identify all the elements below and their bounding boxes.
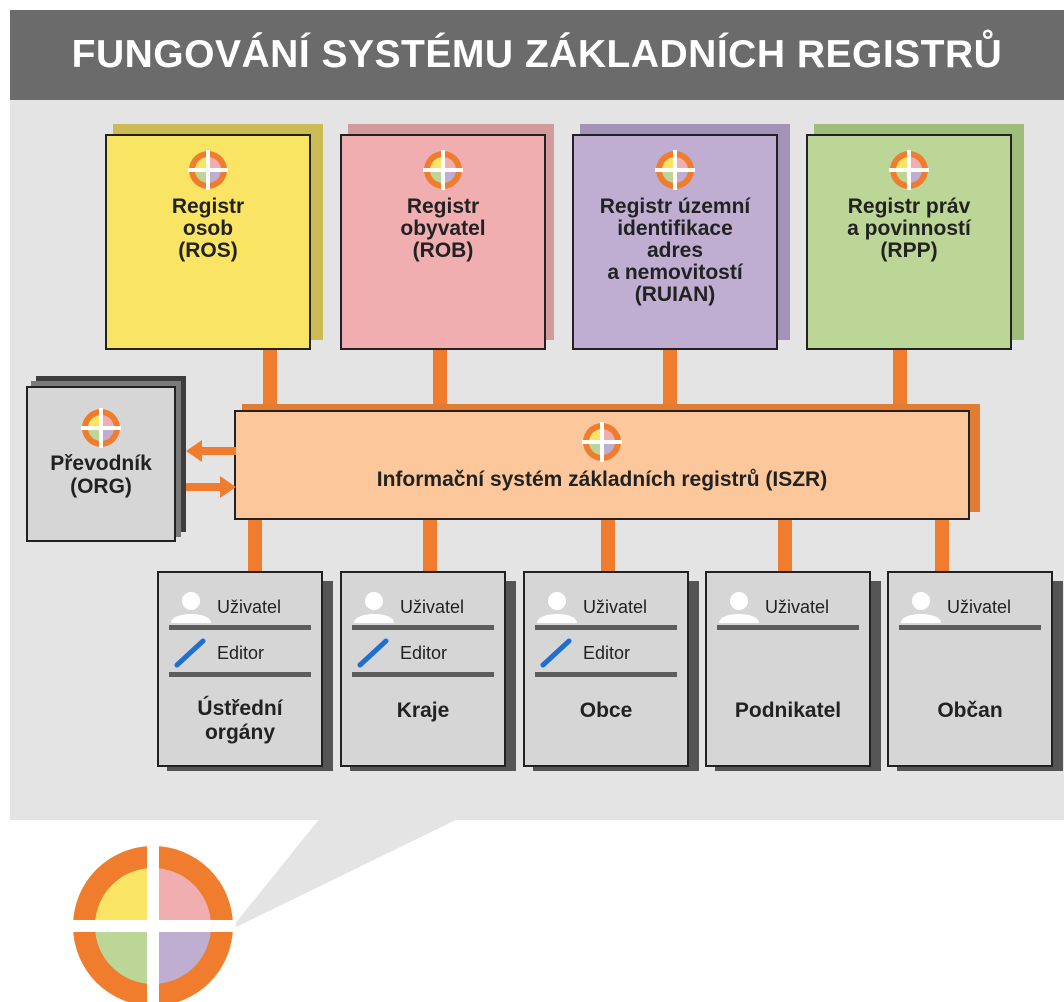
- connector-obce: [601, 515, 615, 575]
- register-ros: Registr osob (ROS): [105, 124, 323, 350]
- role-user: Uživatel: [352, 591, 494, 623]
- arrow-left-icon: [186, 440, 236, 462]
- iszr-block: Informační systém základních registrů (I…: [234, 404, 980, 522]
- converter-logo-icon: [81, 408, 121, 448]
- role-user-label: Uživatel: [947, 596, 1012, 617]
- client-name: Kraje: [396, 699, 450, 722]
- role-editor: Editor: [169, 637, 311, 669]
- role-user: Uživatel: [899, 591, 1041, 623]
- role-user-label: Uživatel: [400, 596, 465, 617]
- pen-icon: [174, 638, 206, 668]
- role-editor: Editor: [535, 637, 677, 669]
- divider: [169, 672, 311, 677]
- divider: [169, 625, 311, 630]
- register-name: Registr osob (ROS): [171, 195, 245, 262]
- register-name: Registr obyvatel (ROB): [400, 195, 486, 262]
- person-silhouette-icon: [719, 592, 759, 623]
- iszr-logo-icon: [582, 422, 622, 462]
- converter-label: Převodník (ORG): [50, 452, 152, 498]
- pen-icon: [540, 638, 572, 668]
- register-logo-icon: [655, 150, 695, 190]
- client-ustredni-organy: Uživatel Editor Ústřední orgány: [157, 571, 333, 771]
- divider: [352, 672, 494, 677]
- pen-icon: [357, 638, 389, 668]
- role-user: Uživatel: [169, 591, 311, 623]
- register-name: Registr územní identifikace adres a nemo…: [599, 195, 751, 306]
- register-ruian: Registr územní identifikace adres a nemo…: [572, 124, 790, 350]
- client-name: Obce: [579, 699, 633, 722]
- converter-org: Převodník (ORG): [26, 376, 186, 542]
- divider: [535, 625, 677, 630]
- role-editor: Editor: [352, 637, 494, 669]
- divider: [352, 625, 494, 630]
- divider: [899, 625, 1041, 630]
- connector-rob: [433, 348, 447, 408]
- connector-rpp: [893, 348, 907, 408]
- role-user-label: Uživatel: [765, 596, 830, 617]
- connector-kraje: [423, 515, 437, 575]
- role-editor-label: Editor: [583, 642, 631, 663]
- connector-ustredni: [248, 515, 262, 575]
- main-logo-icon: [70, 846, 236, 1002]
- arrow-right-icon: [186, 476, 236, 498]
- register-logo-icon: [188, 150, 228, 190]
- register-rpp: Registr práv a povinností (RPP): [806, 124, 1024, 350]
- client-obce: Uživatel Editor Obce: [523, 571, 699, 771]
- connector-obcan: [935, 515, 949, 575]
- converter-arrows: [186, 440, 236, 498]
- role-user-label: Uživatel: [583, 596, 648, 617]
- register-logo-icon: [889, 150, 929, 190]
- client-name: Ústřední orgány: [197, 697, 283, 744]
- person-silhouette-icon: [537, 592, 577, 623]
- connector-ruian: [663, 348, 677, 408]
- client-name: Občan: [937, 699, 1003, 722]
- page-title: FUNGOVÁNÍ SYSTÉMU ZÁKLADNÍCH REGISTRŮ: [10, 10, 1064, 100]
- role-editor-label: Editor: [400, 642, 448, 663]
- connector-podnikatel: [778, 515, 792, 575]
- person-silhouette-icon: [354, 592, 394, 623]
- register-logo-icon: [423, 150, 463, 190]
- person-silhouette-icon: [171, 592, 211, 623]
- divider: [535, 672, 677, 677]
- iszr-label: Informační systém základních registrů (I…: [376, 468, 828, 491]
- client-podnikatel: Uživatel Podnikatel: [705, 571, 881, 771]
- connector-ros: [263, 348, 277, 408]
- client-kraje: Uživatel Editor Kraje: [340, 571, 516, 771]
- role-user: Uživatel: [717, 591, 859, 623]
- client-obcan: Uživatel Občan: [887, 571, 1063, 771]
- role-user-label: Uživatel: [217, 596, 282, 617]
- person-silhouette-icon: [901, 592, 941, 623]
- register-name: Registr práv a povinností (RPP): [847, 195, 971, 262]
- role-editor-label: Editor: [217, 642, 265, 663]
- register-rob: Registr obyvatel (ROB): [340, 124, 554, 350]
- role-user: Uživatel: [535, 591, 677, 623]
- client-name: Podnikatel: [734, 699, 842, 722]
- divider: [717, 625, 859, 630]
